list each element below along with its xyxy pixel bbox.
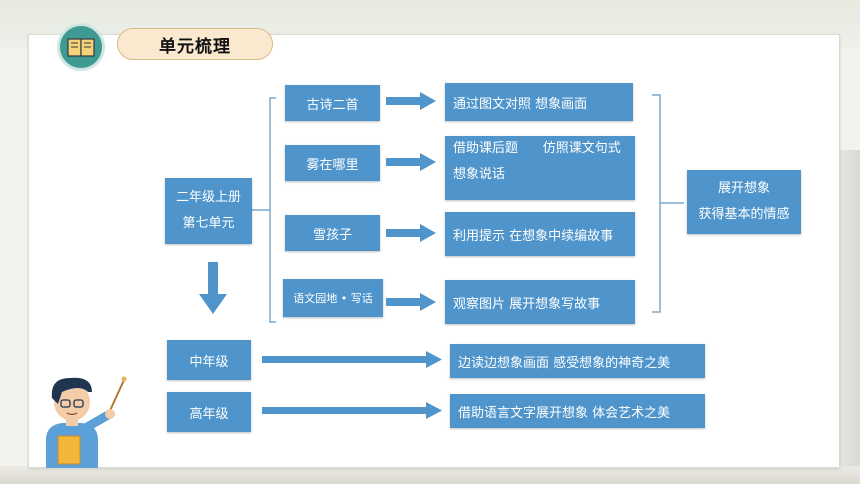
summary-line-2: 获得基本的情感 <box>698 207 790 222</box>
lesson-result-box: 观察图片 展开想象写故事 <box>445 280 635 324</box>
lesson-label: 语文园地 • 写话 <box>293 292 373 305</box>
down-arrow <box>199 262 227 314</box>
grade-arrows <box>262 351 442 419</box>
grade-result: 借助语言文字展开想象 体会艺术之美 <box>458 405 671 421</box>
grade-label: 中年级 <box>189 354 229 370</box>
book-badge <box>57 23 105 71</box>
summary-box: 展开想象 获得基本的情感 <box>687 170 801 234</box>
lesson-result-box: 利用提示 在想象中续编故事 <box>445 212 635 256</box>
teacher-illustration <box>46 376 127 468</box>
source-line-1: 二年级上册 <box>175 190 241 205</box>
lesson-label: 古诗二首 <box>306 97 359 113</box>
lesson-result: 利用提示 在想象中续编故事 <box>453 228 614 244</box>
lesson-box: 雾在哪里 <box>285 145 380 181</box>
source-line-2: 第七单元 <box>182 216 235 231</box>
source-unit-box: 二年级上册 第七单元 <box>165 178 252 244</box>
lesson-label: 雾在哪里 <box>306 157 359 173</box>
lesson-box: 雪孩子 <box>285 215 380 251</box>
grade-result: 边读边想象画面 感受想象的神奇之美 <box>458 355 671 371</box>
lesson-result-line-2: 想象说话 <box>453 167 506 182</box>
open-book-icon <box>67 38 95 57</box>
lesson-result-line-1: 借助课后题 仿照课文句式 <box>453 141 621 156</box>
lesson-result: 观察图片 展开想象写故事 <box>453 296 601 312</box>
grade-box: 中年级 <box>167 340 251 380</box>
section-title: 单元梳理 <box>117 28 273 60</box>
lesson-label: 雪孩子 <box>312 227 352 243</box>
grade-result-box: 借助语言文字展开想象 体会艺术之美 <box>450 394 705 428</box>
lesson-result: 通过图文对照 想象画面 <box>453 96 588 112</box>
lesson-result-box: 通过图文对照 想象画面 <box>445 83 633 121</box>
lesson-box: 古诗二首 <box>285 85 380 121</box>
lesson-box: 语文园地 • 写话 <box>283 279 383 317</box>
lesson-arrows <box>386 92 436 311</box>
lesson-result-box: 借助课后题 仿照课文句式 想象说话 <box>445 136 635 200</box>
summary-line-1: 展开想象 <box>717 181 770 196</box>
grade-result-box: 边读边想象画面 感受想象的神奇之美 <box>450 344 705 378</box>
grade-box: 高年级 <box>167 392 251 432</box>
grade-label: 高年级 <box>189 406 229 422</box>
background-bottom <box>0 466 860 484</box>
